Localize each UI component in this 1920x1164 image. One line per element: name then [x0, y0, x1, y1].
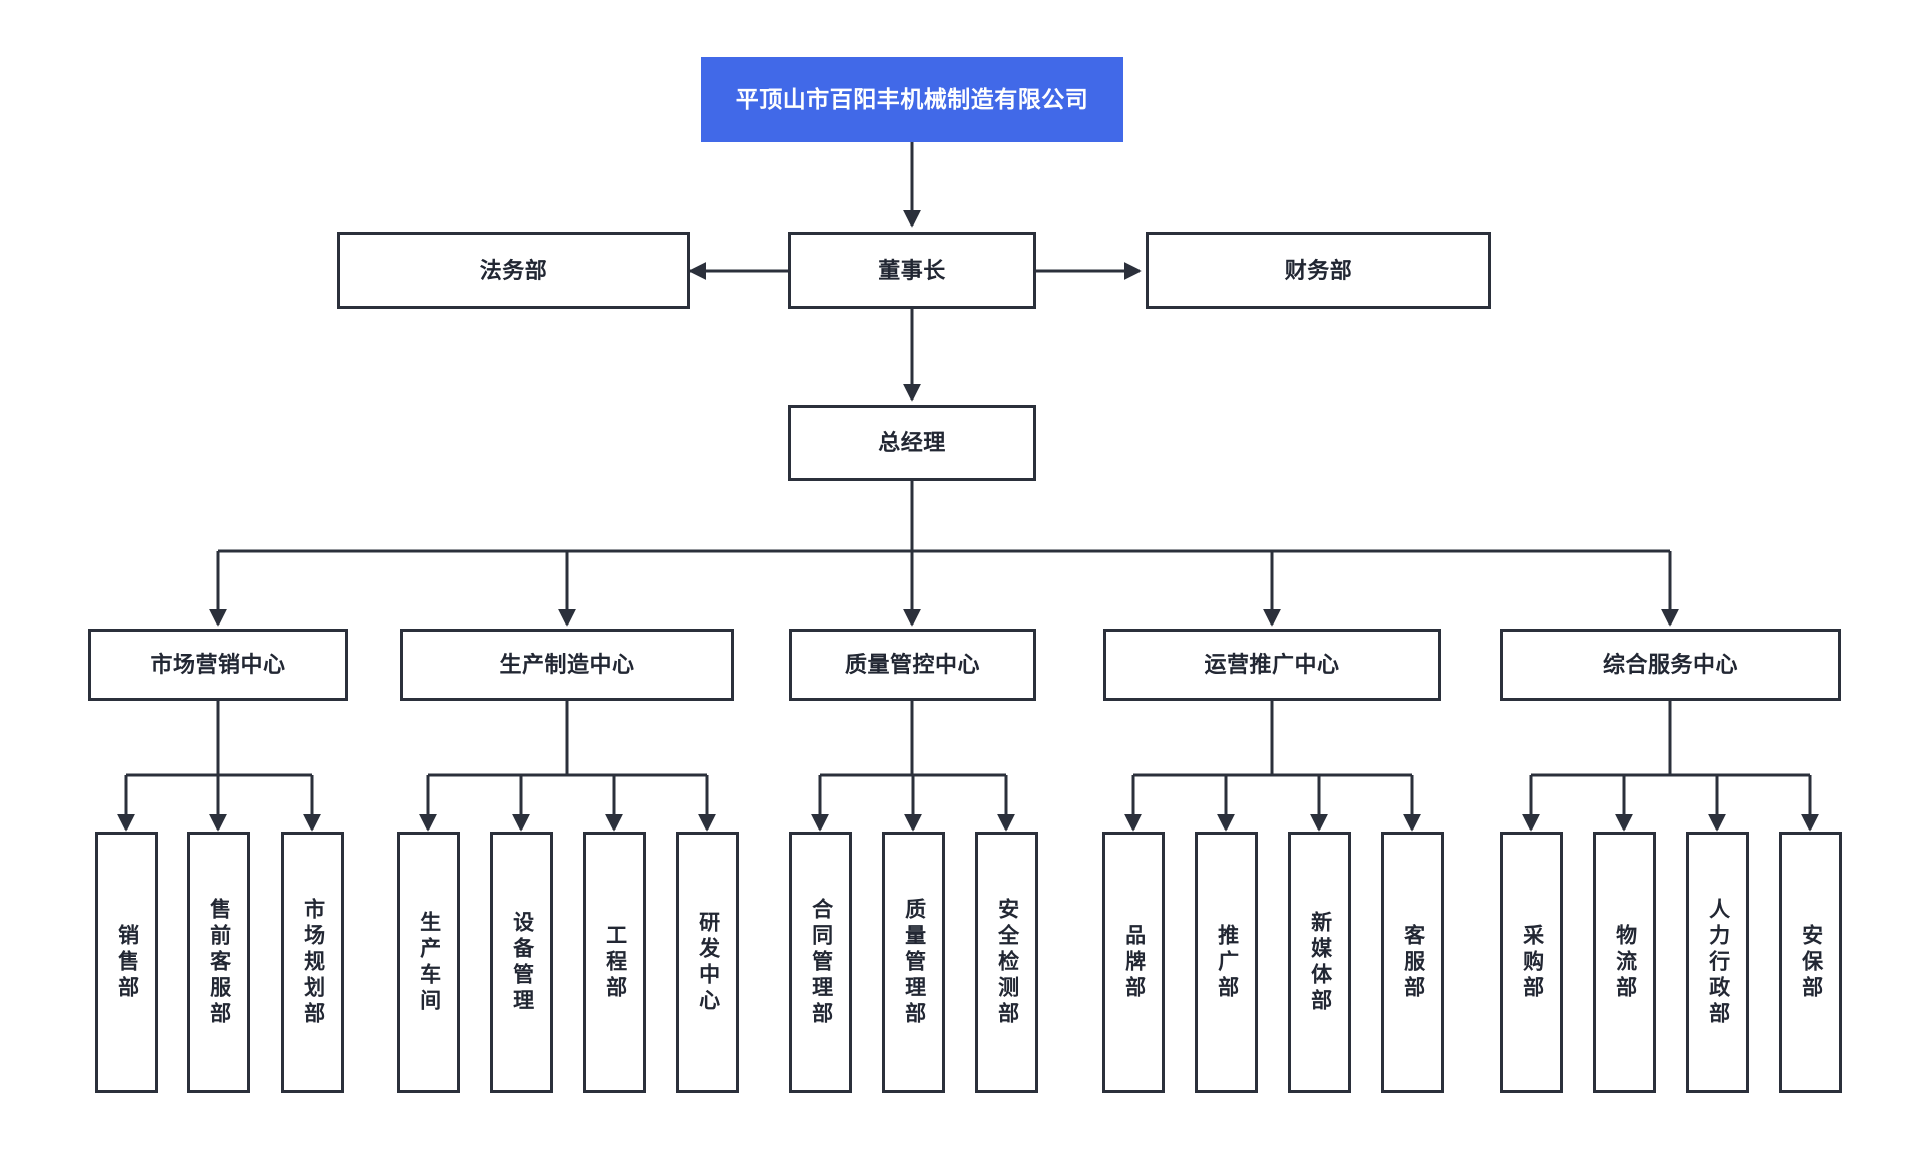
node-label-dept-quality-management: 质量管理部 — [902, 897, 926, 1028]
node-label-dept-market-planning: 市场规划部 — [301, 897, 325, 1028]
node-chairman[interactable]: 董事长 — [788, 232, 1036, 309]
node-label-dept-production-workshop: 生产车间 — [417, 910, 441, 1015]
node-label-chairman: 董事长 — [878, 257, 946, 283]
node-label-general-manager: 总经理 — [878, 430, 946, 456]
node-label-dept-equipment-management: 设备管理 — [510, 910, 534, 1015]
node-dept-new-media[interactable]: 新媒体部 — [1288, 832, 1351, 1093]
node-general-manager[interactable]: 总经理 — [788, 405, 1036, 481]
node-label-finance-department: 财务部 — [1284, 257, 1353, 283]
node-dept-equipment-management[interactable]: 设备管理 — [490, 832, 553, 1093]
node-center-operations[interactable]: 运营推广中心 — [1103, 629, 1441, 701]
node-label-dept-sales: 销售部 — [115, 923, 139, 1002]
node-label-dept-safety-inspection: 安全检测部 — [995, 897, 1019, 1028]
node-dept-promotion[interactable]: 推广部 — [1195, 832, 1258, 1093]
node-label-legal-department: 法务部 — [479, 257, 548, 283]
node-label-center-quality: 质量管控中心 — [844, 652, 980, 678]
node-label-dept-new-media: 新媒体部 — [1308, 910, 1332, 1015]
node-label-dept-engineering: 工程部 — [603, 923, 627, 1002]
node-label-center-operations: 运营推广中心 — [1204, 652, 1340, 678]
node-label-dept-customer-service: 客服部 — [1401, 923, 1425, 1002]
node-dept-customer-service[interactable]: 客服部 — [1381, 832, 1444, 1093]
node-label-dept-presales-service: 售前客服部 — [207, 897, 231, 1028]
node-label-center-production: 生产制造中心 — [499, 652, 635, 678]
node-label-center-service: 综合服务中心 — [1602, 652, 1738, 678]
node-dept-engineering[interactable]: 工程部 — [583, 832, 646, 1093]
node-dept-production-workshop[interactable]: 生产车间 — [397, 832, 460, 1093]
node-label-dept-security: 安保部 — [1799, 923, 1823, 1002]
node-center-service[interactable]: 综合服务中心 — [1500, 629, 1841, 701]
node-legal-department[interactable]: 法务部 — [337, 232, 690, 309]
node-dept-safety-inspection[interactable]: 安全检测部 — [975, 832, 1038, 1093]
node-dept-hr-admin[interactable]: 人力行政部 — [1686, 832, 1749, 1093]
node-dept-sales[interactable]: 销售部 — [95, 832, 158, 1093]
node-label-dept-brand: 品牌部 — [1122, 923, 1146, 1002]
node-center-production[interactable]: 生产制造中心 — [400, 629, 734, 701]
node-label-company-root: 平顶山市百阳丰机械制造有限公司 — [735, 86, 1089, 113]
node-label-dept-hr-admin: 人力行政部 — [1706, 897, 1730, 1028]
node-label-center-marketing: 市场营销中心 — [150, 652, 286, 678]
node-label-dept-promotion: 推广部 — [1215, 923, 1239, 1002]
node-dept-logistics[interactable]: 物流部 — [1593, 832, 1656, 1093]
node-dept-rnd-center[interactable]: 研发中心 — [676, 832, 739, 1093]
node-center-marketing[interactable]: 市场营销中心 — [88, 629, 348, 701]
node-label-dept-rnd-center: 研发中心 — [696, 910, 720, 1015]
node-dept-contract-management[interactable]: 合同管理部 — [789, 832, 852, 1093]
node-dept-market-planning[interactable]: 市场规划部 — [281, 832, 344, 1093]
node-center-quality[interactable]: 质量管控中心 — [789, 629, 1036, 701]
node-label-dept-contract-management: 合同管理部 — [809, 897, 833, 1028]
node-label-dept-logistics: 物流部 — [1613, 923, 1637, 1002]
node-dept-quality-management[interactable]: 质量管理部 — [882, 832, 945, 1093]
node-dept-brand[interactable]: 品牌部 — [1102, 832, 1165, 1093]
node-dept-security[interactable]: 安保部 — [1779, 832, 1842, 1093]
node-dept-procurement[interactable]: 采购部 — [1500, 832, 1563, 1093]
node-company-root[interactable]: 平顶山市百阳丰机械制造有限公司 — [701, 57, 1123, 142]
node-finance-department[interactable]: 财务部 — [1146, 232, 1491, 309]
node-dept-presales-service[interactable]: 售前客服部 — [187, 832, 250, 1093]
node-label-dept-procurement: 采购部 — [1520, 923, 1544, 1002]
